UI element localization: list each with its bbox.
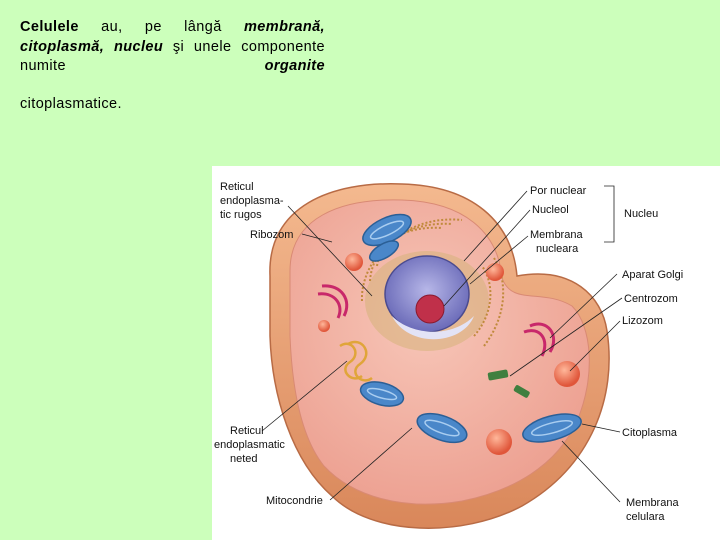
word-celulele: Celulele <box>20 19 79 35</box>
centrosome-shape <box>487 369 530 398</box>
text-si-unele: şi unele <box>172 38 232 55</box>
word-citoplasma: citoplasmă, <box>20 38 105 55</box>
label-nucleu: Nucleu <box>624 208 658 220</box>
cell-illustration: Reticul endoplasma- tic rugos Ribozom Re… <box>214 181 683 529</box>
label-mitocondrie: Mitocondrie <box>266 495 323 507</box>
word-organite: organite <box>264 58 325 74</box>
label-membrana-nucleara: Membrana nucleara <box>530 229 586 255</box>
mitochondria-shapes <box>359 213 582 444</box>
label-ribozom: Ribozom <box>250 229 293 241</box>
text-componente: componente <box>241 38 326 55</box>
label-reticul-neted: Reticul endoplasmatic neted <box>214 425 288 465</box>
animal-cell-diagram: Reticul endoplasma- tic rugos Ribozom Re… <box>212 166 720 540</box>
smooth-er-shape <box>339 340 373 382</box>
word-citoplasmatice: citoplasmatice. <box>20 95 122 112</box>
label-nucleol: Nucleol <box>532 204 569 216</box>
nucleus-shape <box>365 251 489 351</box>
label-reticul-rugos: Reticul endoplasma- tic rugos <box>220 181 287 221</box>
label-aparat-golgi: Aparat Golgi <box>622 269 683 281</box>
text-numite: numite <box>20 58 66 74</box>
intro-paragraph: Celulele au, pe lângă membrană, citoplas… <box>20 18 325 114</box>
word-nucleu: nucleu <box>113 38 164 55</box>
label-centrozom: Centrozom <box>624 293 678 305</box>
word-membrana: membrană, <box>244 19 325 35</box>
label-pointer-lines <box>261 185 623 503</box>
text-au-pe-langa: au, pe lângă <box>101 19 222 35</box>
label-citoplasma: Citoplasma <box>622 427 678 439</box>
golgi-shape <box>317 284 556 357</box>
label-lizozom: Lizozom <box>622 315 663 327</box>
label-membrana-celulara: Membrana celulara <box>626 497 682 523</box>
label-por-nuclear: Por nuclear <box>530 185 587 197</box>
